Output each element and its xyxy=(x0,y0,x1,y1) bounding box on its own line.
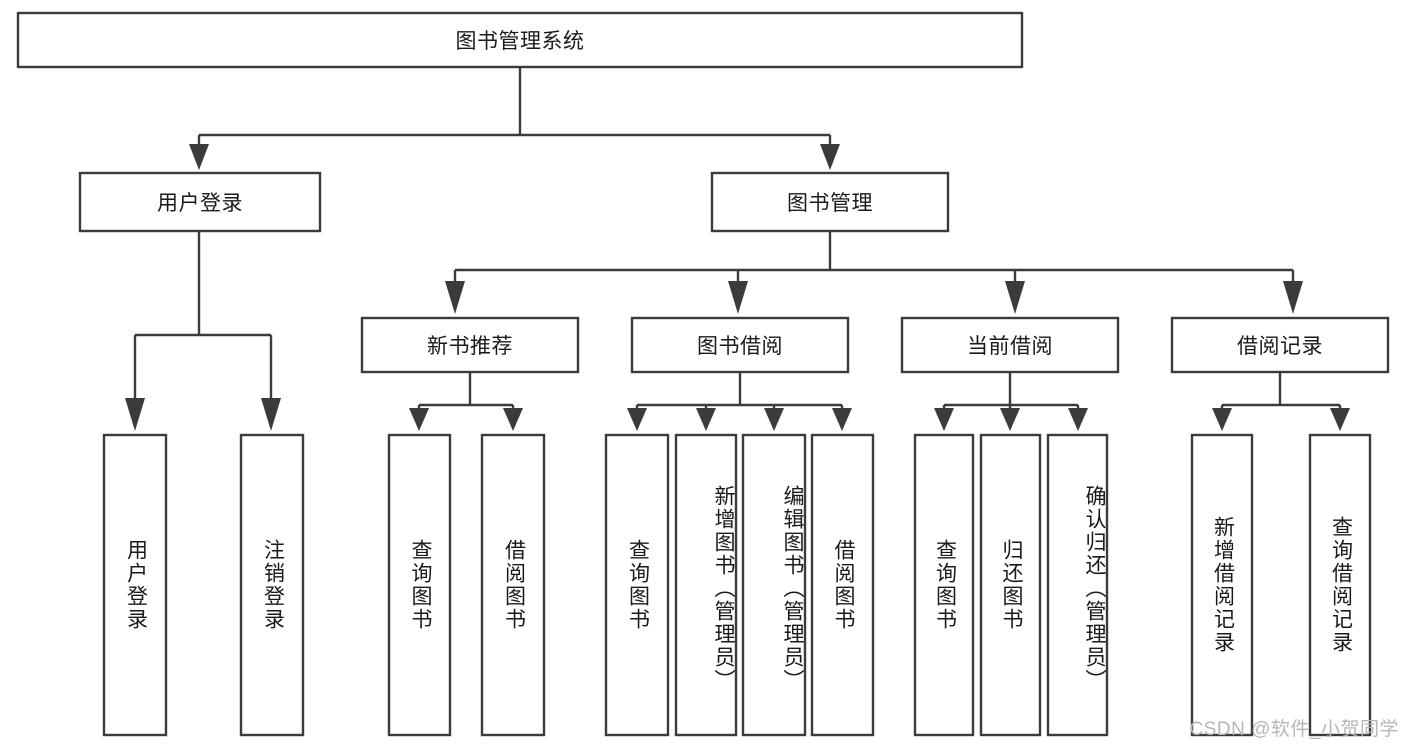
leaf-box-11[interactable] xyxy=(1190,433,1254,737)
node-root[interactable] xyxy=(16,11,1024,69)
arrow-newbooks-to-borrow xyxy=(503,408,523,431)
edge-group-borrow-records xyxy=(1212,372,1350,431)
leaf-box-6[interactable] xyxy=(741,433,807,737)
arrow-bookmgmt-to-new-books xyxy=(445,281,465,314)
leaf-box-0[interactable] xyxy=(102,433,168,737)
arrow-bookborrow-to-add xyxy=(696,408,716,431)
leaf-box-9[interactable] xyxy=(979,433,1042,737)
edge-group-current-borrow xyxy=(934,372,1088,431)
node-book-management[interactable] xyxy=(710,171,950,233)
node-book-borrow[interactable] xyxy=(630,316,850,374)
node-current-borrow[interactable] xyxy=(900,316,1120,374)
leaf-box-8[interactable] xyxy=(913,433,975,737)
arrow-bookmgmt-to-records xyxy=(1283,281,1303,314)
leaf-box-10[interactable] xyxy=(1046,433,1109,737)
leaf-box-1[interactable] xyxy=(239,433,305,737)
edge-group-book-mgmt xyxy=(445,231,1303,314)
arrow-userlogin-to-logout xyxy=(261,398,281,431)
leaf-box-3[interactable] xyxy=(480,433,546,737)
leaf-box-4[interactable] xyxy=(604,433,670,737)
arrow-bookmgmt-to-current xyxy=(1005,281,1025,314)
leaf-box-5[interactable] xyxy=(674,433,738,737)
arrow-current-to-return xyxy=(1000,408,1020,431)
edge-group-new-books xyxy=(409,372,523,431)
edge-group-root xyxy=(189,67,840,170)
arrow-bookborrow-to-borrow xyxy=(832,408,852,431)
node-new-book-recommend[interactable] xyxy=(360,316,580,374)
arrow-root-to-user-login xyxy=(189,144,209,170)
arrow-userlogin-to-login xyxy=(125,398,145,431)
leaf-box-12[interactable] xyxy=(1308,433,1372,737)
arrow-newbooks-to-query xyxy=(409,408,429,431)
arrow-bookborrow-to-query xyxy=(627,408,647,431)
leaf-box-7[interactable] xyxy=(810,433,875,737)
node-borrow-records[interactable] xyxy=(1170,316,1390,374)
arrow-bookborrow-to-edit xyxy=(764,408,784,431)
node-user-login[interactable] xyxy=(78,171,322,233)
arrow-records-to-query xyxy=(1330,408,1350,431)
leaf-box-2[interactable] xyxy=(387,433,452,737)
edge-group-user-login xyxy=(125,231,281,431)
arrow-bookmgmt-to-borrow xyxy=(728,281,748,314)
edge-group-book-borrow xyxy=(627,372,852,431)
arrow-current-to-query xyxy=(934,408,954,431)
watermark-text: CSDN @软件_小贺同学 xyxy=(1189,719,1399,740)
arrow-current-to-confirm xyxy=(1068,408,1088,431)
arrow-root-to-book-mgmt xyxy=(820,144,840,170)
arrow-records-to-add xyxy=(1212,408,1232,431)
